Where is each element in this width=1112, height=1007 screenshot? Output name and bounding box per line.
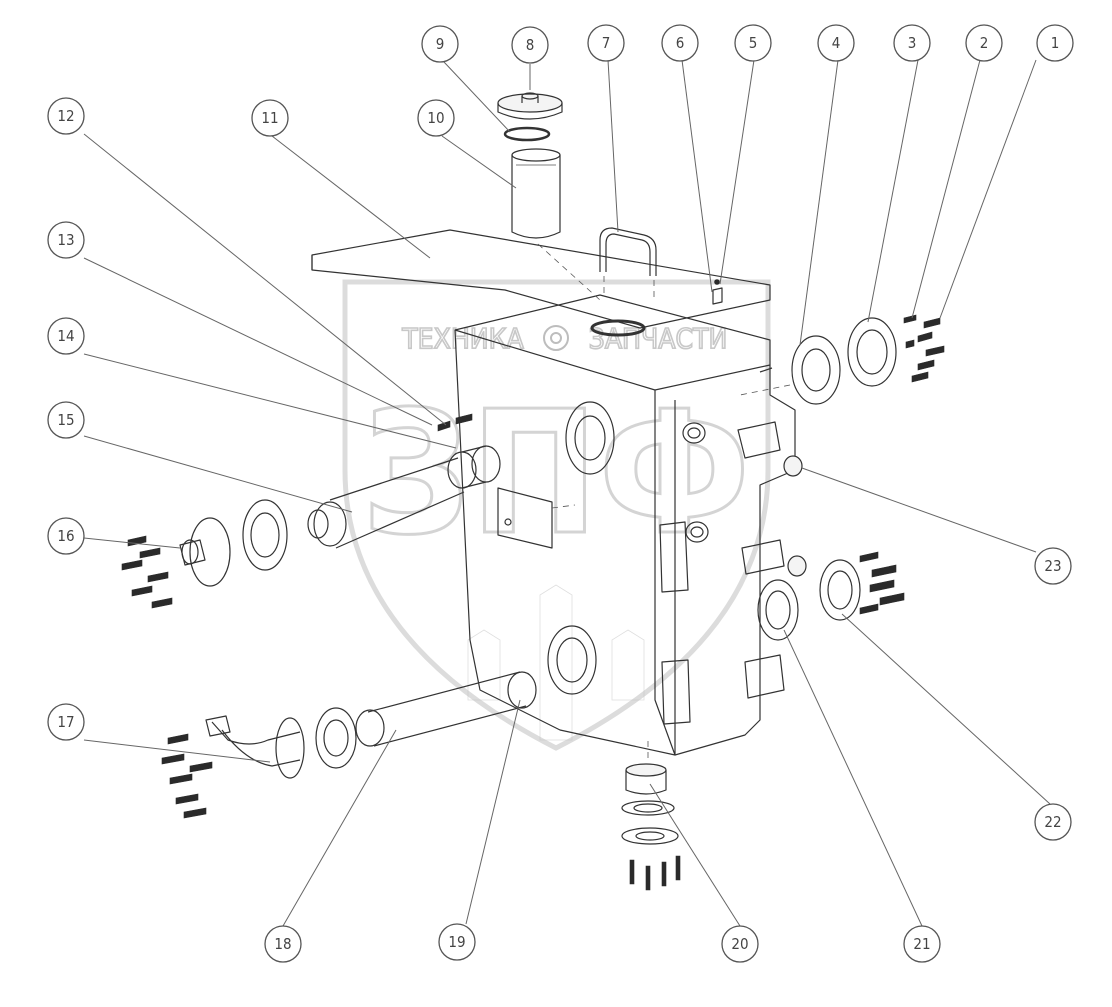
svg-text:10: 10 — [427, 109, 444, 127]
callout-17: 17 — [47, 703, 85, 741]
svg-text:2: 2 — [980, 34, 989, 52]
svg-text:18: 18 — [274, 935, 291, 953]
svg-text:21: 21 — [913, 935, 930, 953]
svg-text:4: 4 — [832, 34, 841, 52]
callout-22: 22 — [1034, 803, 1072, 841]
bottom-drain-parts — [621, 740, 681, 891]
right-side-parts — [757, 455, 905, 641]
callout-18: 18 — [264, 925, 302, 963]
svg-text:5: 5 — [749, 34, 758, 52]
svg-text:1: 1 — [1051, 34, 1060, 52]
watermark-shield — [342, 279, 771, 751]
watermark-ornament — [467, 584, 645, 741]
right-flange-set — [739, 314, 945, 405]
callout-15: 15 — [47, 401, 85, 439]
top-parts — [497, 92, 723, 305]
callout-16: 16 — [47, 517, 85, 555]
watermark-left-text: ТЕХНИКА — [401, 322, 524, 355]
callout-8: 8 — [511, 26, 549, 64]
callout-3: 3 — [893, 24, 931, 62]
callout-5: 5 — [734, 24, 772, 62]
svg-text:9: 9 — [436, 35, 445, 53]
svg-text:16: 16 — [57, 527, 74, 545]
watermark-right-text: ЗАПЧАСТИ — [589, 322, 728, 355]
svg-text:20: 20 — [731, 935, 748, 953]
gear-icon — [543, 325, 569, 351]
callout-11: 11 — [251, 99, 289, 137]
callout-20: 20 — [721, 925, 759, 963]
svg-text:22: 22 — [1044, 813, 1061, 831]
svg-text:19: 19 — [448, 933, 465, 951]
callout-2: 2 — [965, 24, 1003, 62]
callout-14: 14 — [47, 317, 85, 355]
callout-21: 21 — [903, 925, 941, 963]
svg-text:3: 3 — [908, 34, 917, 52]
svg-text:17: 17 — [57, 713, 74, 731]
left-upper-parts — [121, 413, 501, 609]
callout-7: 7 — [587, 24, 625, 62]
leader-lines — [83, 59, 1051, 927]
callout-10: 10 — [417, 99, 455, 137]
svg-text:14: 14 — [57, 327, 74, 345]
callout-19: 19 — [438, 923, 476, 961]
svg-text:8: 8 — [526, 36, 535, 54]
svg-text:6: 6 — [676, 34, 685, 52]
callout-23: 23 — [1034, 547, 1072, 585]
left-lower-parts — [161, 671, 537, 819]
watermark: ЗПФ ТЕХНИКА ЗАПЧАСТИ — [342, 279, 771, 751]
svg-text:7: 7 — [602, 34, 611, 52]
svg-text:13: 13 — [57, 231, 74, 249]
svg-text:23: 23 — [1044, 557, 1061, 575]
callout-12: 12 — [47, 97, 85, 135]
callout-6: 6 — [661, 24, 699, 62]
svg-text:12: 12 — [57, 107, 74, 125]
callout-4: 4 — [817, 24, 855, 62]
svg-text:15: 15 — [57, 411, 74, 429]
callout-1: 1 — [1036, 24, 1074, 62]
callouts: 1 2 3 4 5 6 7 8 9 10 11 12 13 14 15 — [47, 24, 1074, 963]
callout-9: 9 — [421, 25, 459, 63]
callout-13: 13 — [47, 221, 85, 259]
svg-text:11: 11 — [261, 109, 278, 127]
tank-body — [311, 229, 796, 756]
